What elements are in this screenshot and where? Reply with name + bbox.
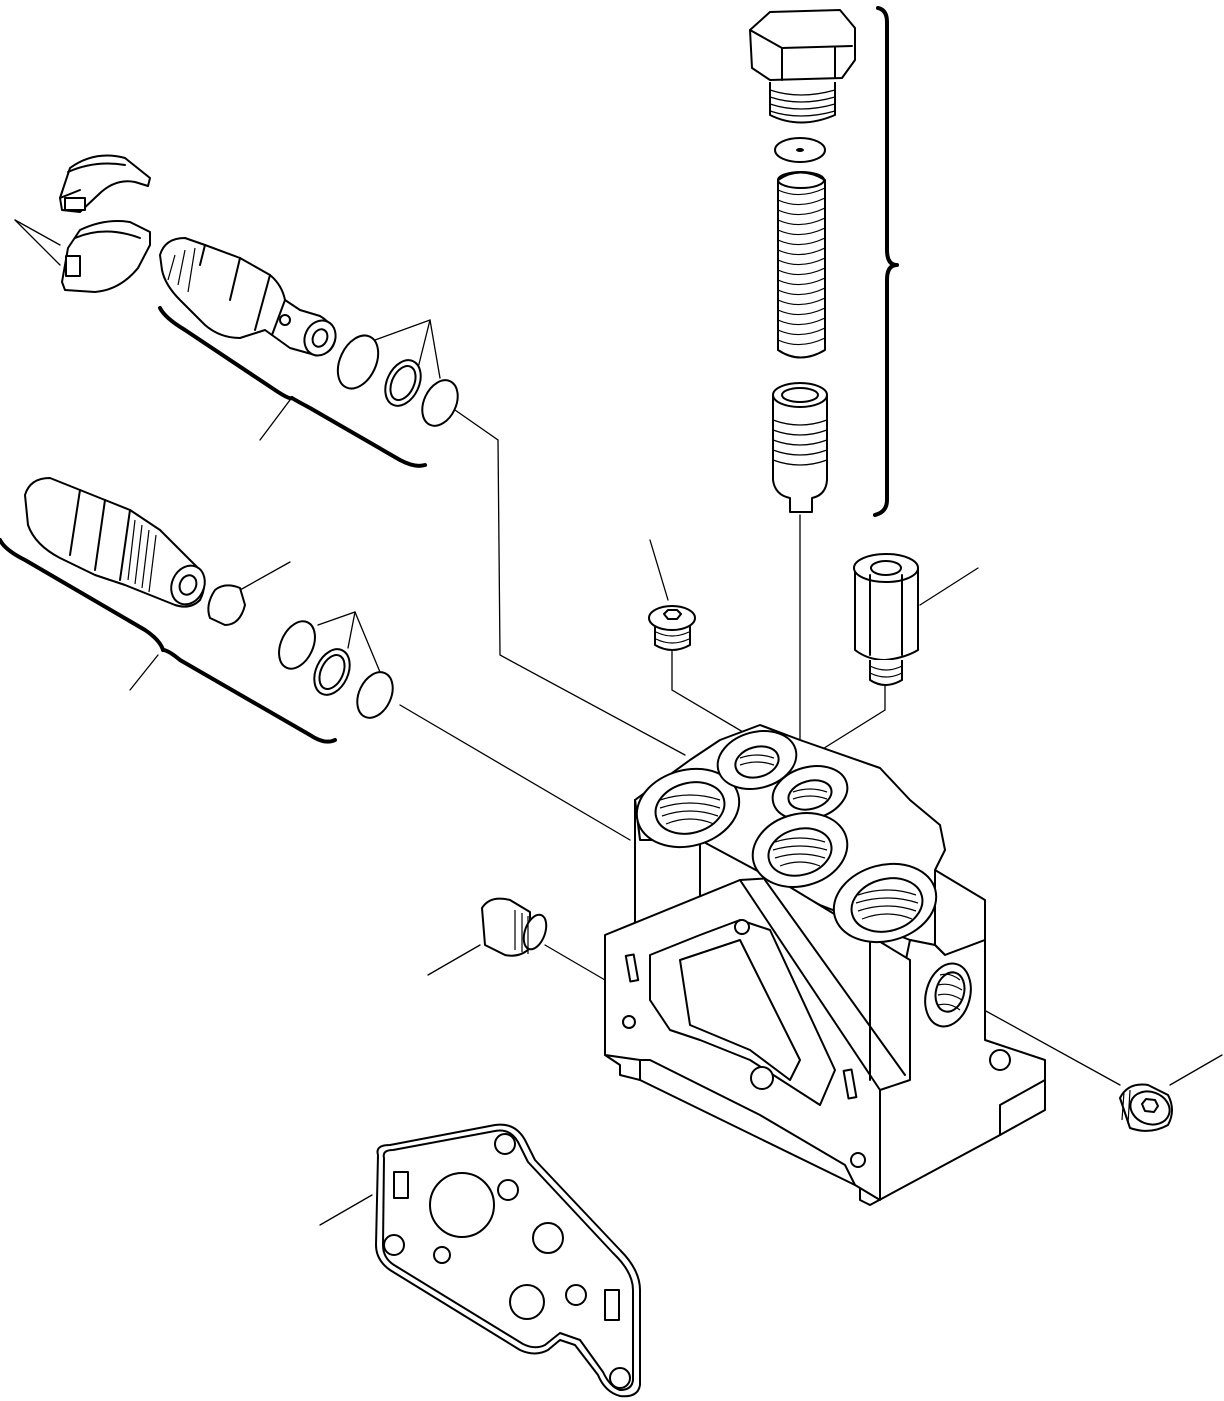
leader-lines — [14, 219, 1223, 1226]
o-ring-lower-3 — [356, 671, 394, 719]
piston-lower — [207, 584, 246, 626]
hex-plug-right — [1119, 1083, 1173, 1132]
o-ring-callout-lower — [317, 611, 381, 673]
relief-valve-upper — [159, 237, 337, 357]
bracket-upper-relief-valve — [158, 306, 427, 468]
washer — [774, 137, 826, 163]
hex-plug-top — [749, 9, 856, 124]
hex-plug-left — [481, 897, 548, 957]
spring — [777, 171, 826, 359]
o-ring-upper-1 — [336, 334, 380, 390]
adapter-nut — [853, 553, 919, 686]
clamp-half-lower — [61, 220, 151, 293]
small-hex-plug — [648, 605, 696, 651]
o-ring-upper-2 — [384, 359, 422, 407]
o-ring-upper-3 — [421, 379, 459, 427]
gasket-plate — [375, 1123, 641, 1398]
bracket-lower-relief-valve — [0, 538, 337, 744]
relief-valve-lower — [24, 477, 206, 608]
o-ring-lower-1 — [278, 620, 316, 670]
seat — [772, 382, 828, 513]
o-ring-callout-upper — [374, 319, 441, 379]
bracket-vertical-assembly — [873, 6, 899, 517]
clamp-half-upper — [59, 154, 151, 213]
valve-body — [604, 724, 1046, 1206]
o-ring-lower-2 — [313, 648, 351, 696]
